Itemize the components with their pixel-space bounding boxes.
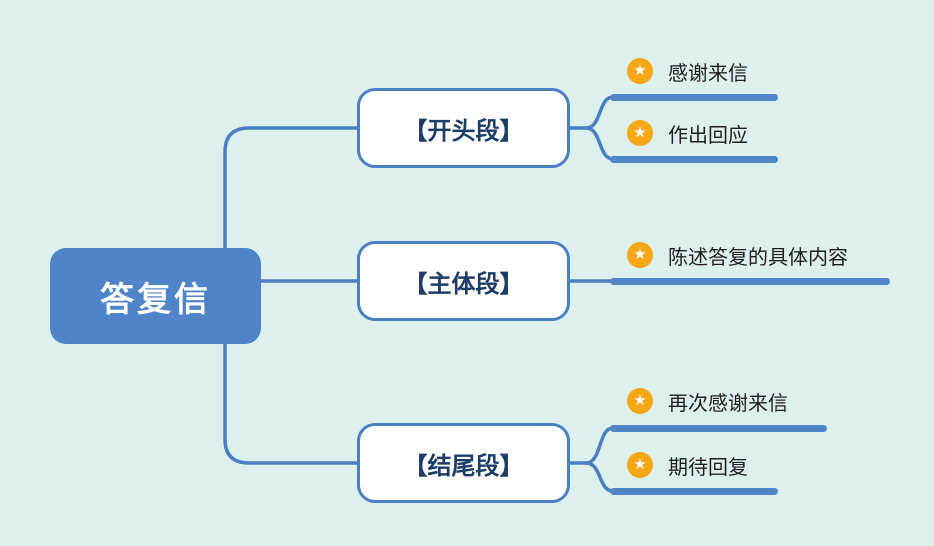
branch-label: 【开头段】 <box>403 117 524 145</box>
leaf-node-thank-again[interactable]: ★ 再次感谢来信 <box>627 388 788 415</box>
root-label: 答复信 <box>100 280 211 319</box>
connector-opening-to-leaf2 <box>584 126 615 161</box>
star-icon: ★ <box>627 388 653 414</box>
leaf-underline <box>610 277 890 285</box>
leaf-label: 感谢来信 <box>668 62 748 85</box>
root-node-reply-letter[interactable]: 答复信 <box>50 248 261 344</box>
leaf-label: 陈述答复的具体内容 <box>668 246 848 269</box>
leaf-label: 期待回复 <box>668 456 748 479</box>
star-icon: ★ <box>627 120 653 146</box>
leaf-underline <box>610 424 827 432</box>
leaf-node-await-reply[interactable]: ★ 期待回复 <box>627 452 748 479</box>
star-icon: ★ <box>627 242 653 268</box>
leaf-underline <box>610 155 778 163</box>
branch-label: 【主体段】 <box>403 270 524 298</box>
connector-root-to-closing <box>223 341 359 465</box>
branch-node-body-paragraph[interactable]: 【主体段】 <box>357 241 570 321</box>
leaf-label: 再次感谢来信 <box>668 392 788 415</box>
connector-opening-to-leaf1 <box>584 95 615 130</box>
branch-node-closing-paragraph[interactable]: 【结尾段】 <box>357 423 570 503</box>
leaf-node-make-response[interactable]: ★ 作出回应 <box>627 120 748 147</box>
connector-closing-to-leaf4 <box>584 426 615 465</box>
branch-node-opening-paragraph[interactable]: 【开头段】 <box>357 88 570 168</box>
leaf-node-state-reply-details[interactable]: ★ 陈述答复的具体内容 <box>627 242 848 269</box>
leaf-underline <box>610 487 778 495</box>
branch-label: 【结尾段】 <box>403 452 524 480</box>
connector-closing-to-leaf5 <box>584 461 615 493</box>
connector-root-to-opening <box>223 126 359 251</box>
leaf-node-thank-for-letter[interactable]: ★ 感谢来信 <box>627 58 748 85</box>
leaf-underline <box>610 93 778 101</box>
star-icon: ★ <box>627 452 653 478</box>
star-icon: ★ <box>627 58 653 84</box>
leaf-label: 作出回应 <box>668 124 748 147</box>
